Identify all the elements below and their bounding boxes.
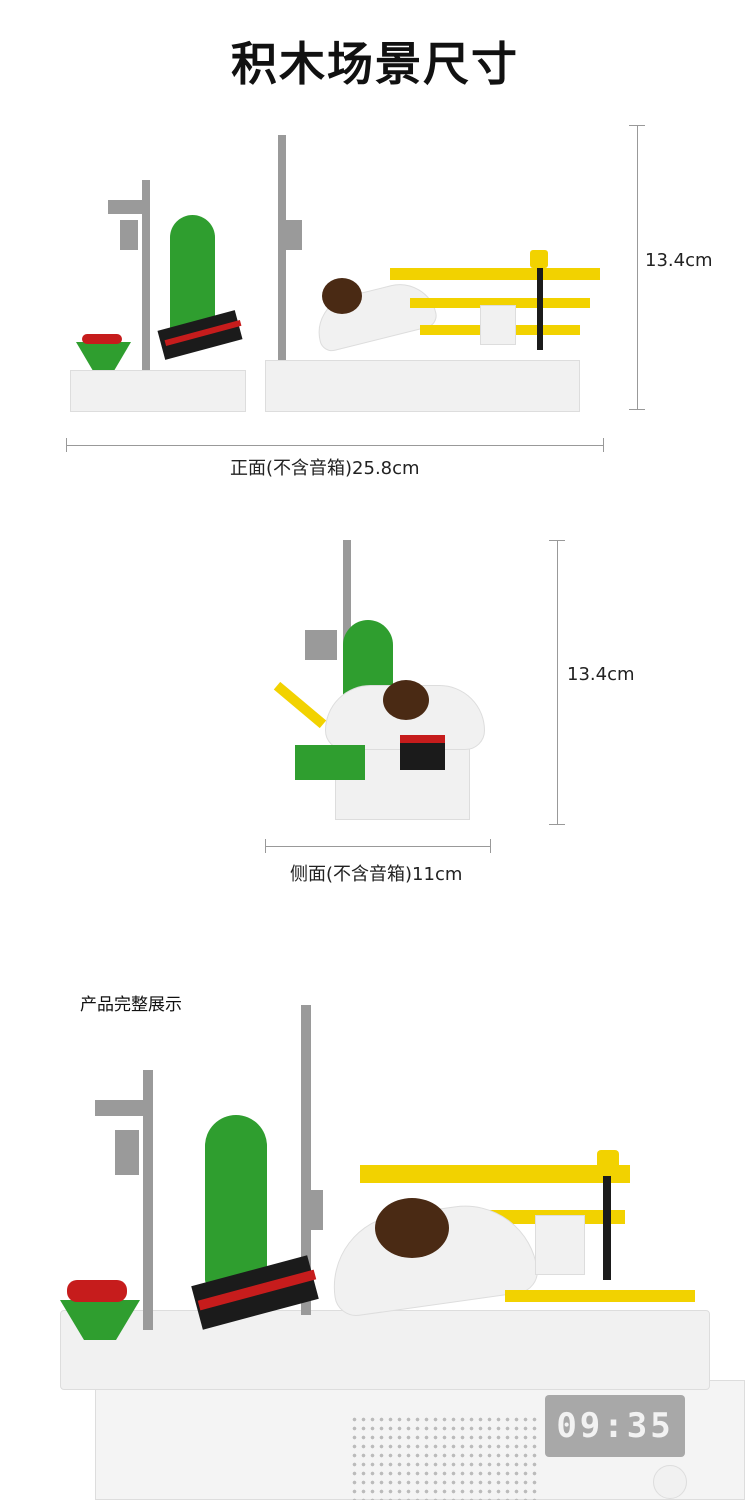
showcase-label: 产品完整展示: [80, 995, 182, 1015]
side-height-label: 13.4cm: [567, 664, 635, 685]
showcase-model: 09:35: [55, 1000, 750, 1500]
page-title: 积木场景尺寸: [231, 37, 519, 91]
front-width-label: 正面(不含音箱)25.8cm: [230, 458, 420, 479]
refresh-button[interactable]: [653, 1465, 687, 1499]
clock-display: 09:35: [545, 1395, 685, 1457]
side-view-model: [265, 540, 490, 825]
clock-time: 09:35: [556, 1406, 674, 1446]
side-width-label: 侧面(不含音箱)11cm: [290, 864, 463, 885]
front-height-label: 13.4cm: [645, 250, 713, 271]
front-view-model: [60, 120, 620, 420]
